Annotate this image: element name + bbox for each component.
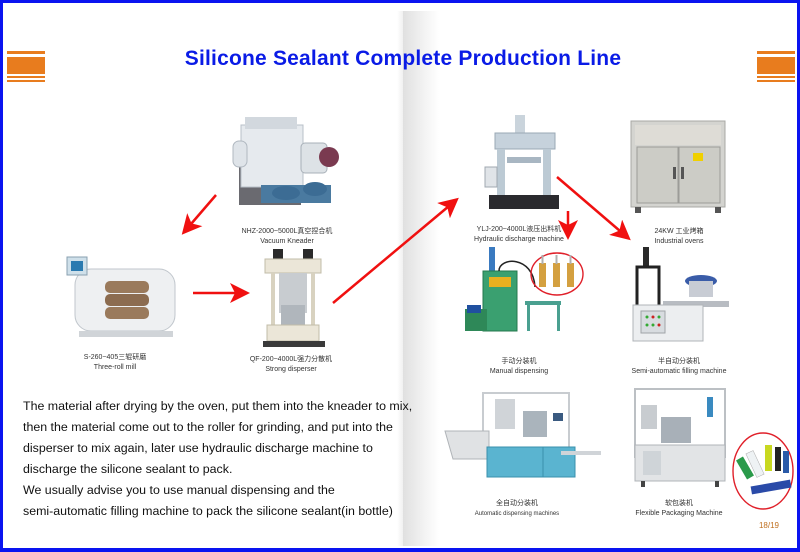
arrow-kneader-to-mill	[181, 194, 217, 235]
auto-dispensing-model: 全自动分装机	[495, 500, 538, 507]
page-fold-shadow	[403, 11, 439, 546]
description-line: We usually advise you to use manual disp…	[23, 483, 335, 497]
strong-disperser-image	[261, 249, 327, 349]
auto-dispensing-name: Automatic dispensing machines	[474, 511, 560, 517]
vacuum-kneader-caption: NHZ-2000~5000L真空捏合机 Vacuum Kneader	[242, 227, 333, 247]
manual-dispensing-image	[463, 247, 573, 343]
semi-auto-filling-name: Semi-automatic filling machine	[631, 368, 727, 375]
semi-auto-filling-image	[631, 247, 731, 343]
industrial-ovens-caption: 24KW 工业烤箱 Industrial ovens	[654, 227, 703, 247]
sealant-cartridges-highlight	[529, 251, 585, 299]
strong-disperser-model: QF-200~4000L强力分散机	[249, 356, 333, 363]
sausage-pack-icon	[736, 445, 792, 495]
semi-auto-filling-caption: 半自动分装机 Semi-automatic filling machine	[632, 357, 727, 377]
flexible-packaging-caption: 软包装机 Flexible Packaging Machine	[635, 499, 722, 519]
industrial-ovens-name: Industrial ovens	[654, 238, 704, 245]
cartridge-icon	[539, 255, 574, 287]
vacuum-kneader-image	[231, 113, 341, 213]
flexible-packaging-name: Flexible Packaging Machine	[635, 510, 723, 517]
vacuum-kneader-name: Vacuum Kneader	[260, 238, 314, 245]
description-line: The material after drying by the oven, p…	[23, 399, 413, 413]
page-number: 18/19	[758, 521, 780, 530]
sausage-packs-highlight	[731, 431, 797, 513]
auto-dispensing-image	[443, 389, 603, 489]
three-roll-mill-name: Three-roll mill	[93, 364, 137, 371]
description-line: discharge the silicone sealant to pack.	[23, 462, 233, 476]
hydraulic-discharge-caption: YLJ-200~4000L液压出料机 Hydraulic discharge m…	[474, 225, 564, 245]
strong-disperser-name: Strong disperser	[265, 366, 317, 373]
vacuum-kneader-model: NHZ-2000~5000L真空捏合机	[241, 228, 333, 235]
page-title: Silicone Sealant Complete Production Lin…	[184, 47, 622, 70]
arrow-disperser-to-discharge	[332, 197, 459, 304]
industrial-ovens-model: 24KW 工业烤箱	[654, 228, 704, 235]
description-line: semi-automatic filling machine to pack t…	[23, 504, 393, 518]
process-description: The material after drying by the oven, p…	[23, 396, 413, 522]
three-roll-mill-caption: S-260~405三辊研磨 Three-roll mill	[84, 353, 146, 373]
hydraulic-discharge-image	[481, 115, 561, 211]
strong-disperser-caption: QF-200~4000L强力分散机 Strong disperser	[250, 355, 332, 375]
hydraulic-discharge-model: YLJ-200~4000L液压出料机	[476, 226, 562, 233]
hydraulic-discharge-name: Hydraulic discharge machine	[474, 236, 564, 243]
three-roll-mill-image	[65, 251, 185, 341]
description-line: disperser to mix again, later use hydrau…	[23, 441, 373, 455]
description-line: then the material come out to the roller…	[23, 420, 393, 434]
orange-stripes-left	[7, 51, 45, 82]
industrial-ovens-image	[629, 119, 729, 215]
flexible-packaging-image	[631, 387, 731, 487]
arrow-discharge-to-semi-auto	[556, 176, 631, 241]
orange-stripes-right	[757, 51, 795, 82]
flow-arrows	[181, 176, 631, 304]
manual-dispensing-model: 手动分装机	[501, 358, 537, 365]
page-fold-shadow-left	[397, 11, 403, 546]
manual-dispensing-caption: 手动分装机 Manual dispensing	[490, 357, 548, 377]
flexible-packaging-model: 软包装机	[664, 500, 693, 507]
semi-auto-filling-model: 半自动分装机	[658, 358, 700, 365]
auto-dispensing-caption: 全自动分装机 Automatic dispensing machines	[475, 499, 559, 519]
three-roll-mill-model: S-260~405三辊研磨	[83, 354, 147, 361]
manual-dispensing-name: Manual dispensing	[489, 368, 549, 375]
